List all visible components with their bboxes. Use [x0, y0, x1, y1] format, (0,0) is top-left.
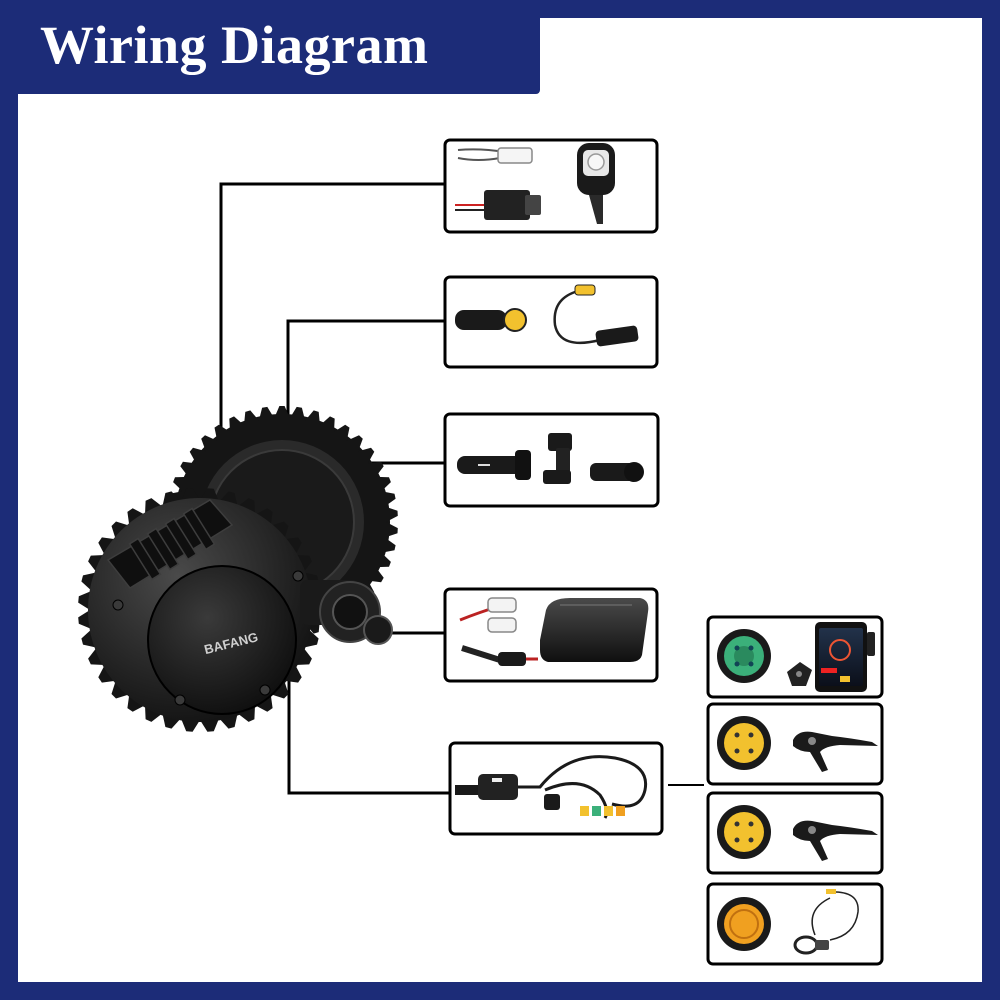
light-connector-icon	[455, 147, 541, 220]
component-box-eb-bus	[448, 741, 664, 836]
page-title: Wiring Diagram	[40, 15, 429, 75]
component-box-speed-sensor	[443, 275, 659, 369]
component-box-brake-right	[706, 791, 884, 875]
brake-lever-icon	[793, 731, 878, 772]
wire-headlight	[219, 182, 445, 428]
thumb-throttle-icon	[793, 889, 859, 955]
speed-sensor-icon	[553, 284, 639, 347]
cooling-fins	[106, 499, 234, 589]
brake-lever-icon	[793, 820, 878, 861]
component-box-gear-sensor	[443, 412, 660, 508]
mid-drive-motor: BAFANG	[78, 406, 398, 732]
component-box-display	[706, 615, 884, 699]
component-box-battery	[443, 587, 659, 683]
yellow-connector-icon	[717, 805, 771, 859]
title-banner	[18, 18, 540, 94]
green-connector-icon	[717, 629, 771, 683]
headlight-icon	[577, 143, 615, 224]
crank-shaft	[300, 580, 393, 645]
display-icon	[815, 622, 875, 692]
wire-speed-sensor	[286, 319, 445, 425]
gear-sensor-icon	[543, 433, 644, 484]
component-box-brake-left	[706, 702, 884, 786]
component-box-throttle	[706, 882, 884, 966]
1t4-cable-icon	[455, 755, 648, 819]
wire-eb-bus	[287, 670, 450, 795]
gear-sensor-connector-icon	[457, 450, 531, 480]
orange-connector-icon	[717, 897, 771, 951]
power-cable-icon	[459, 597, 538, 666]
component-box-headlight	[443, 138, 659, 234]
remote-control-icon	[787, 662, 812, 686]
motor-cover	[147, 565, 297, 715]
yellow-connector-icon	[717, 716, 771, 770]
speed-sensor-connector-icon	[455, 308, 527, 332]
battery-icon	[540, 598, 649, 662]
bolts	[112, 570, 304, 706]
